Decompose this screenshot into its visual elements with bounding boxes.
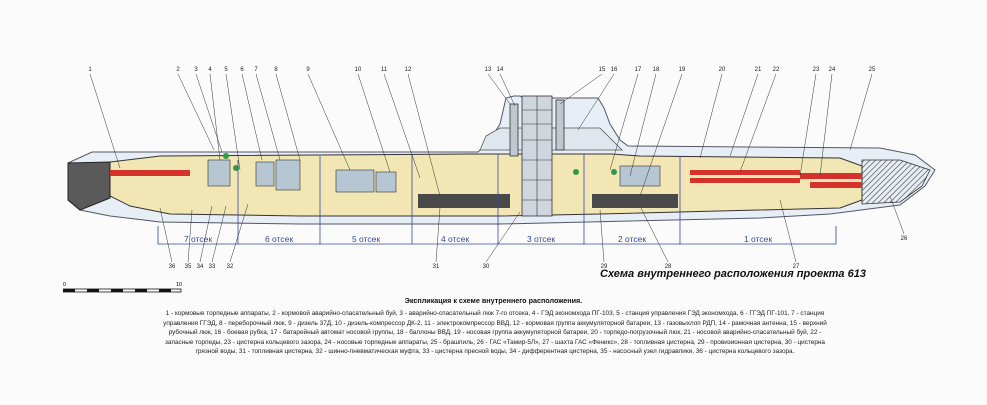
callout-13: 13 <box>485 67 492 73</box>
callout-32: 32 <box>227 264 234 270</box>
diagram-title: Схема внутреннего расположения проекта 6… <box>600 268 866 280</box>
ged-economic <box>207 159 231 187</box>
callout-36: 36 <box>169 264 176 270</box>
callout-27: 27 <box>793 264 800 270</box>
callout-15: 15 <box>599 67 606 73</box>
valve-3 <box>611 169 617 175</box>
callout-10: 10 <box>355 67 362 73</box>
callout-1: 1 <box>88 67 92 73</box>
valve-1 <box>223 153 229 159</box>
callout-35: 35 <box>185 264 192 270</box>
bow-section <box>861 159 931 205</box>
callout-9: 9 <box>306 67 310 73</box>
stern-section <box>67 161 111 211</box>
compartment-label-1: 1 отсек <box>744 234 772 244</box>
legend-line: управления ГГЭД, 8 - переборочный люк, 9… <box>163 319 827 327</box>
bottom-callouts: 36 35 34 33 32 31 30 29 28 27 26 <box>169 236 908 270</box>
callout-19: 19 <box>679 67 686 73</box>
compartment-label-6: 6 отсек <box>265 234 293 244</box>
ged-control-station <box>275 159 301 191</box>
callout-7: 7 <box>254 67 258 73</box>
callout-22: 22 <box>773 67 780 73</box>
callout-11: 11 <box>381 67 388 73</box>
compartment-label-3: 3 отсек <box>527 234 555 244</box>
callout-12: 12 <box>405 67 412 73</box>
main-ged <box>255 161 275 187</box>
fwd-torpedo-tubes-2 <box>810 182 862 188</box>
callout-18: 18 <box>653 67 660 73</box>
diesel-37d <box>335 169 375 193</box>
fwd-torpedo-reserve-1 <box>690 170 800 175</box>
callout-3: 3 <box>194 67 198 73</box>
callout-26: 26 <box>901 236 908 242</box>
callout-4: 4 <box>208 67 212 73</box>
callout-21: 21 <box>755 67 762 73</box>
callout-20: 20 <box>719 67 726 73</box>
callout-31: 31 <box>433 264 440 270</box>
legend-heading: Экспликация к схеме внутреннего располож… <box>404 296 583 305</box>
callout-8: 8 <box>274 67 278 73</box>
leader-lines <box>89 73 873 197</box>
compartment-bracket <box>157 226 837 245</box>
callout-16: 16 <box>611 67 618 73</box>
legend-line: запасные торпеды, 23 - цистерна кольцево… <box>165 338 825 346</box>
callout-14: 14 <box>497 67 504 73</box>
aft-torpedo-tubes <box>110 170 190 176</box>
fwd-torpedo-tubes <box>800 173 862 179</box>
antenna-mast <box>555 99 565 151</box>
compartment-label-7: 7 отсек <box>184 234 212 244</box>
rdp-mast <box>509 103 519 157</box>
crew-space <box>619 165 661 187</box>
callout-5: 5 <box>224 67 228 73</box>
top-callouts: 1 2 3 4 5 6 7 8 9 10 11 12 13 14 15 16 1… <box>88 67 876 73</box>
scale-start: 0 <box>63 282 66 288</box>
callout-28: 28 <box>665 264 672 270</box>
callout-29: 29 <box>601 264 608 270</box>
callout-2: 2 <box>176 67 180 73</box>
compartment-label-2: 2 отсек <box>618 234 646 244</box>
callout-23: 23 <box>813 67 820 73</box>
compartment-label-5: 5 отсек <box>352 234 380 244</box>
callout-30: 30 <box>483 264 490 270</box>
callout-17: 17 <box>635 67 642 73</box>
legend-line: рубочный люк, 16 - боевая рубка, 17 - ба… <box>168 329 822 337</box>
callout-34: 34 <box>197 264 204 270</box>
compartment-label-4: 4 отсек <box>441 234 469 244</box>
scale-bar: 0 10 <box>62 281 191 306</box>
fwd-torpedo-reserve-2 <box>690 178 800 183</box>
callout-6: 6 <box>240 67 244 73</box>
diesel-compressor <box>375 171 397 193</box>
callout-24: 24 <box>829 67 836 73</box>
scale-end: 10 <box>176 282 182 288</box>
valve-2 <box>233 165 239 171</box>
legend-line: 1 - кормовые торпедные аппараты, 2 - кор… <box>165 310 825 317</box>
aft-battery-group <box>418 194 510 208</box>
legend: 1 - кормовые торпедные аппараты, 2 - кор… <box>60 309 930 357</box>
callout-33: 33 <box>209 264 216 270</box>
fwd-battery-group <box>592 194 678 208</box>
valve-4 <box>573 169 579 175</box>
callout-25: 25 <box>869 67 876 73</box>
legend-line: грязной воды, 31 - топливная цистерна, 3… <box>195 348 795 356</box>
